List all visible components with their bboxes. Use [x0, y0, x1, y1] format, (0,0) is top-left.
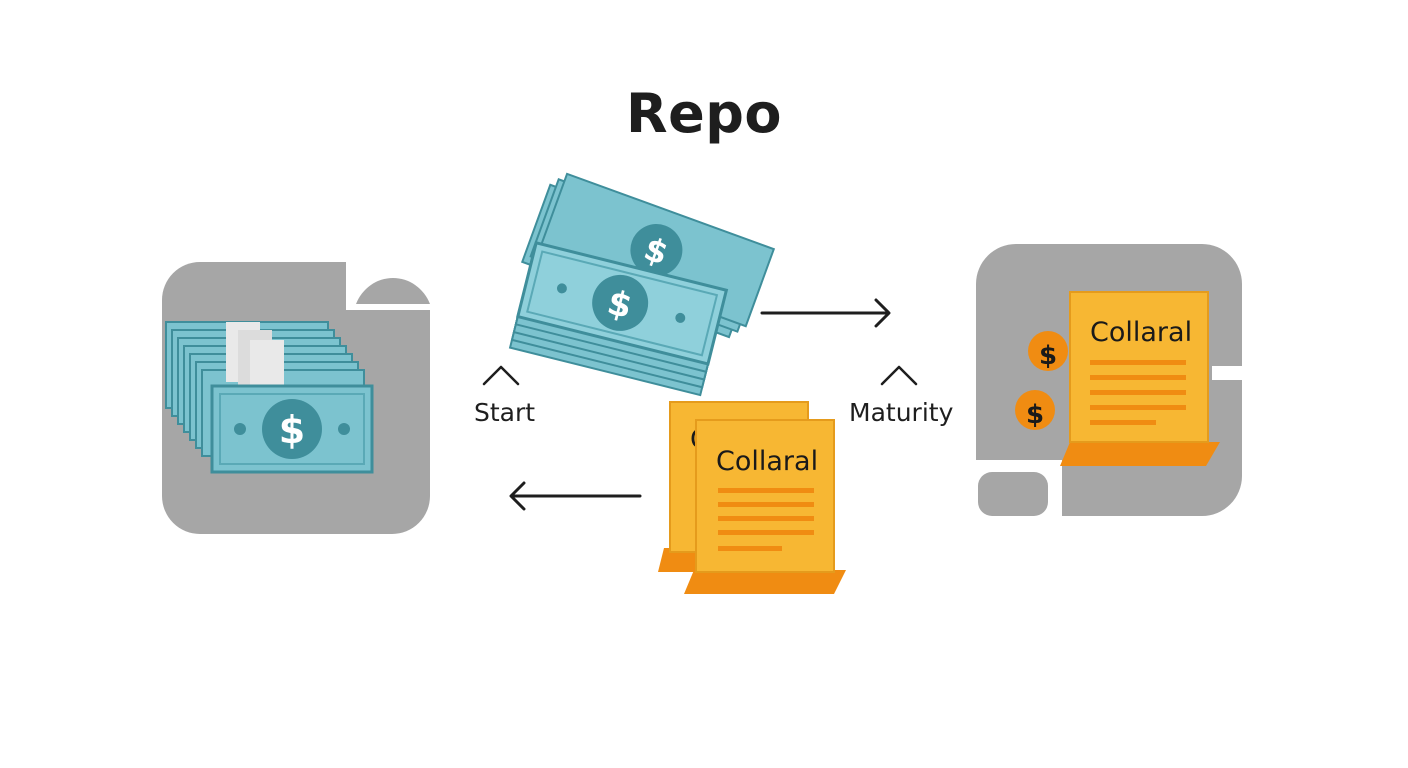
maturity-label: Maturity: [849, 398, 954, 427]
left-cash-stack-icon: $: [165, 321, 374, 474]
left-dollar-sign: $: [279, 408, 305, 452]
center-cash-stack-icon: $ $: [508, 172, 776, 397]
start-caret-icon: [482, 365, 520, 386]
diagram-title: Repo: [626, 82, 782, 145]
center-collateral-label: Collaral: [716, 446, 818, 477]
right-coin-bottom-icon: $: [1015, 390, 1055, 430]
right-collateral-document-icon: Collaral: [1060, 291, 1220, 466]
arrow-right-icon: [760, 298, 891, 328]
maturity-caret-icon: [880, 365, 918, 386]
right-coin-top-icon: $: [1028, 331, 1068, 371]
right-collateral-label: Collaral: [1090, 317, 1192, 348]
svg-text:$: $: [1026, 400, 1044, 430]
start-label: Start: [474, 398, 536, 427]
center-collateral-documents-icon: C Collaral: [658, 401, 846, 594]
svg-text:$: $: [1039, 341, 1057, 371]
arrow-left-icon: [509, 481, 642, 511]
